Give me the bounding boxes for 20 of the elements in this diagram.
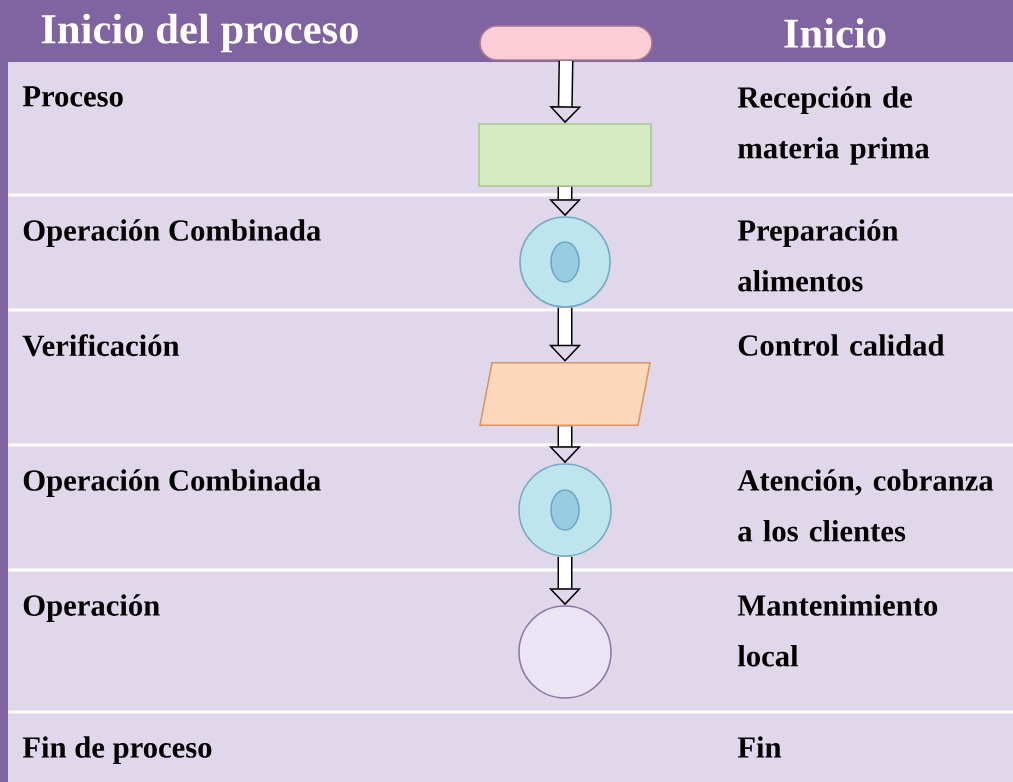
- row-label: Operación: [23, 594, 160, 623]
- step-description: Fin: [737, 736, 782, 758]
- step-description: Recepción de materia prima: [737, 86, 930, 165]
- step-description: Atención, cobranza a los clientes: [737, 469, 994, 542]
- operation-circle: [518, 605, 612, 699]
- row-label: Fin de proceso: [22, 736, 212, 765]
- step-description: Mantenimiento local: [737, 594, 938, 667]
- operation-circle: [519, 216, 611, 308]
- row-label: Operación Combinada: [23, 219, 321, 248]
- verification-parallelogram: [479, 362, 651, 426]
- step-description: Control calidad: [738, 334, 945, 356]
- row-label: Verificación: [22, 334, 180, 357]
- row-label: Proceso: [22, 86, 123, 107]
- terminator-shape: [479, 25, 653, 61]
- row-label: Operación Combinada: [23, 469, 321, 498]
- header-text: Inicio: [784, 18, 886, 48]
- operation-circle: [518, 463, 612, 557]
- process-box: [478, 123, 652, 187]
- step-description: Preparación alimentos: [737, 219, 899, 292]
- header-text: Inicio del proceso: [41, 13, 358, 53]
